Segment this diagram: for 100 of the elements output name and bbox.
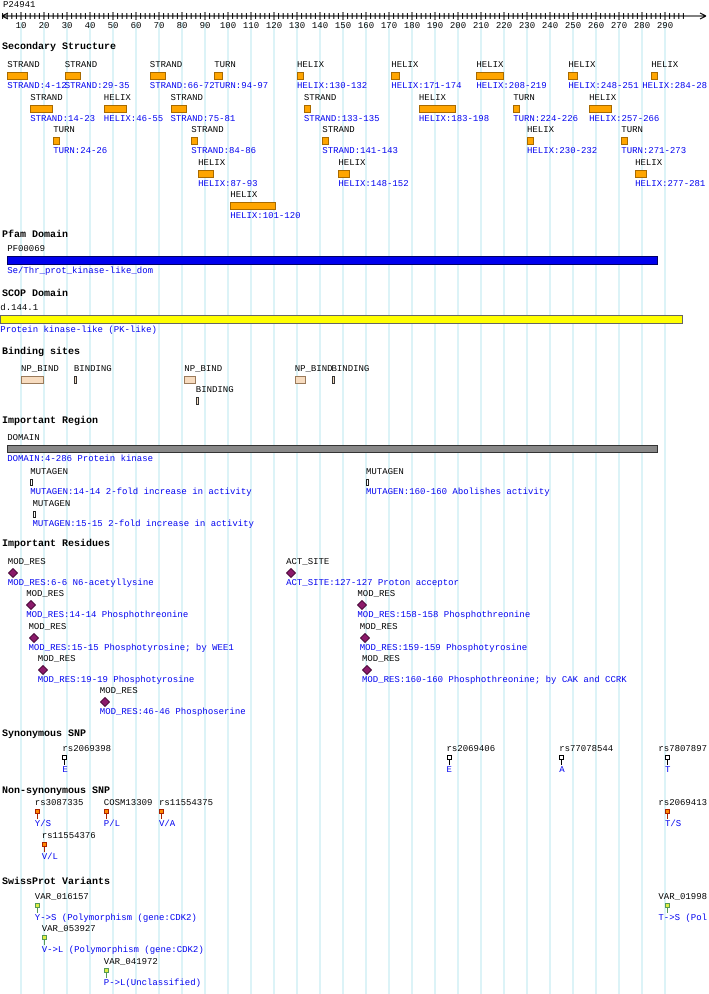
feature-description: V/A [159, 819, 176, 830]
feature-description: Se/Thr_prot_kinase-like_dom [7, 266, 154, 277]
feature-type-label: HELIX [338, 158, 366, 169]
tick-label: 130 [288, 21, 306, 32]
feature-description: STRAND:133-135 [304, 114, 380, 125]
feature-description: MOD_RES:159-159 Phosphotyrosine [360, 643, 528, 654]
tick-label: 140 [312, 21, 328, 32]
track-title: Binding sites [2, 347, 80, 359]
feature-description: V->L (Polymorphism (gene:CDK2) [42, 945, 204, 956]
feature-type-label: HELIX [230, 190, 258, 201]
feature-type-label: MOD_RES [360, 622, 398, 633]
feature-description: MOD_RES:158-158 Phosphothreonine [357, 610, 530, 621]
feature-type-label: rs7807897 [658, 744, 707, 755]
feature-type-label: BINDING [196, 385, 234, 396]
feature-type-label: MOD_RES [362, 654, 400, 665]
feature-description: ACT_SITE:127-127 Proton acceptor [286, 578, 459, 589]
feature-description: MOD_RES:6-6 N6-acetyllysine [8, 578, 154, 589]
feature-description: STRAND:66-72 [150, 81, 215, 92]
feature-type-label: HELIX [589, 93, 616, 104]
feature-type-label: MOD_RES [28, 622, 66, 633]
feature-type-label: rs2069406 [446, 744, 496, 755]
feature-description: STRAND:4-12 [7, 81, 67, 92]
tick-label: 250 [564, 21, 582, 32]
feature-type-label: VAR_041972 [104, 957, 158, 968]
feature-description: MUTAGEN:14-14 2-fold increase in activity [30, 487, 252, 498]
feature-description: HELIX:101-120 [230, 211, 301, 222]
feature-type-label: MOD_RES [100, 686, 138, 697]
feature-type-label: STRAND [7, 60, 40, 71]
tick-label: 120 [266, 21, 282, 32]
feature-type-label: DOMAIN [7, 433, 40, 444]
feature-type-label: MOD_RES [26, 589, 64, 600]
feature-type-label: HELIX [418, 93, 446, 104]
feature-type-label: NP_BIND [21, 364, 59, 375]
feature-type-label: MUTAGEN [30, 467, 68, 478]
feature-type-label: STRAND [191, 125, 224, 136]
feature-description: MOD_RES:46-46 Phosphoserine [100, 707, 246, 718]
feature-type-label: VAR_053927 [42, 924, 96, 935]
track-title: Important Residues [2, 539, 110, 551]
feature-type-label: STRAND [322, 125, 355, 136]
feature-type-label: BINDING [332, 364, 370, 375]
feature-description: E [446, 765, 452, 776]
feature-description: HELIX:87-93 [198, 179, 258, 190]
feature-description: TURN:271-273 [621, 146, 686, 157]
feature-description: Protein kinase-like (PK-like) [0, 325, 157, 336]
tick-label: 260 [588, 21, 604, 32]
feature-description: HELIX:248-251 [568, 81, 639, 92]
feature-type-label: rs11554375 [159, 798, 214, 809]
tick-label: 230 [518, 21, 536, 32]
feature-description: HELIX:257-266 [589, 114, 660, 125]
feature-type-label: HELIX [476, 60, 504, 71]
feature-description: P->L(Unclassified) [104, 978, 202, 989]
tick-label: 30 [62, 21, 72, 32]
track-title: SwissProt Variants [2, 877, 110, 889]
feature-type-label: MOD_RES [38, 654, 76, 665]
feature-description: HELIX:46-55 [104, 114, 164, 125]
feature-type-label: BINDING [74, 364, 112, 375]
tick-label: 190 [426, 21, 444, 32]
feature-type-label: STRAND [150, 60, 182, 71]
tick-label: 100 [220, 21, 236, 32]
feature-type-label: TURN [621, 125, 643, 136]
feature-type-label: HELIX [104, 93, 131, 104]
feature-type-label: PF00069 [7, 244, 45, 255]
feature-type-label: HELIX [568, 60, 596, 71]
feature-description: T [665, 765, 670, 776]
tick-label: 280 [634, 21, 650, 32]
tick-label: 160 [358, 21, 374, 32]
feature-description: MOD_RES:19-19 Phosphotyrosine [38, 675, 194, 686]
feature-description: MUTAGEN:15-15 2-fold increase in activity [32, 519, 254, 530]
feature-description: STRAND:29-35 [64, 81, 130, 92]
feature-description: MUTAGEN:160-160 Abolishes activity [366, 487, 550, 498]
tick-label: 90 [200, 21, 210, 32]
feature-type-label: MOD_RES [8, 557, 46, 568]
track-title: Synonymous SNP [2, 729, 86, 741]
track-title: Secondary Structure [2, 42, 116, 54]
feature-type-label: rs2069413 [658, 798, 707, 809]
feature-type-label: HELIX [198, 158, 226, 169]
feature-description: STRAND:84-86 [191, 146, 256, 157]
feature-description: MOD_RES:160-160 Phosphothreonine; by CAK and CCRK [362, 675, 627, 686]
tick-label: 40 [84, 21, 96, 32]
track-title: Pfam Domain [2, 230, 68, 242]
feature-type-label: TURN [513, 93, 535, 104]
tick-label: 20 [38, 21, 50, 32]
tick-label: 80 [176, 21, 188, 32]
feature-type-label: TURN [214, 60, 236, 71]
feature-description: HELIX:284-28 [642, 81, 707, 92]
feature-type-label: TURN [53, 125, 75, 136]
feature-type-label: d.144.1 [0, 303, 38, 314]
track-title: Non-synonymous SNP [2, 786, 110, 798]
feature-description: E [62, 765, 68, 776]
feature-type-label: STRAND [30, 93, 63, 104]
tick-label: 180 [404, 21, 420, 32]
track-title: Important Region [2, 416, 98, 428]
feature-description: T->S (Pol [658, 913, 707, 924]
feature-description: STRAND:75-81 [170, 114, 236, 125]
tick-label: 290 [656, 21, 674, 32]
tick-label: 60 [130, 21, 142, 32]
feature-type-label: HELIX [527, 125, 554, 136]
feature-type-label: NP_BIND [294, 364, 332, 375]
feature-type-label: MOD_RES [357, 589, 396, 600]
feature-type-label: VAR_016157 [34, 892, 89, 903]
